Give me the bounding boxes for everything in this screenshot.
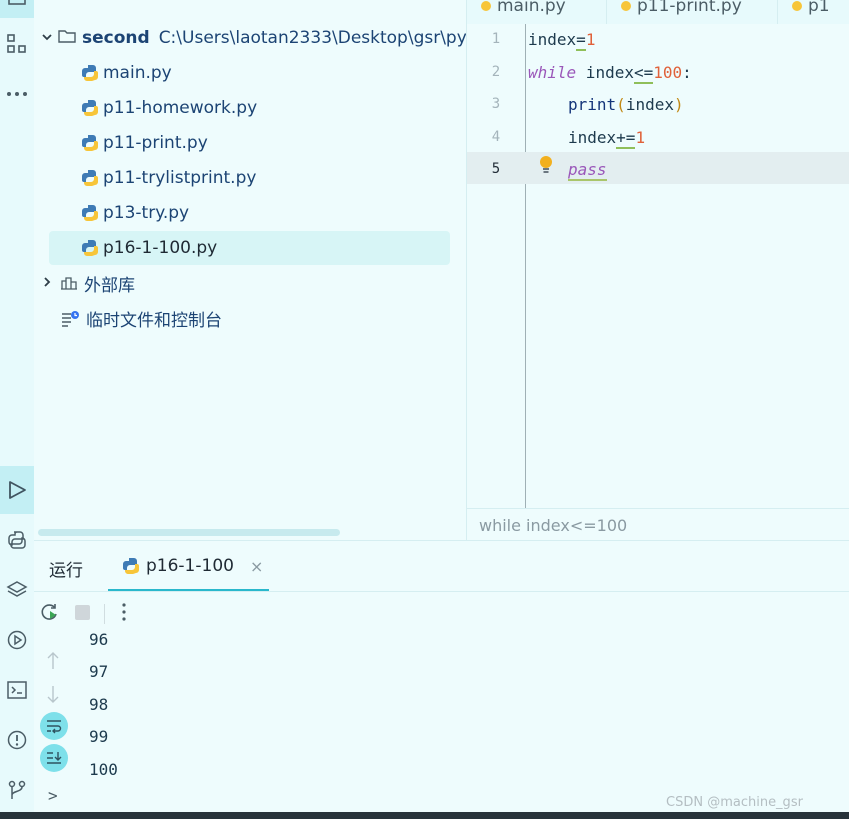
scroll-to-end-button[interactable] (40, 744, 68, 772)
code-line-5: pass (568, 160, 607, 181)
rerun-icon (41, 604, 57, 620)
tree-file-main[interactable]: main.py (34, 56, 466, 90)
tree-file-p11-homework[interactable]: p11-homework.py (34, 91, 466, 125)
current-line-highlight (467, 152, 849, 184)
editor-breadcrumb[interactable]: while index<=100 (467, 508, 849, 541)
scroll-up-button[interactable] (46, 651, 60, 676)
project-root-path: C:\Users\laotan2333\Desktop\gsr\py (158, 28, 467, 48)
run-icon (9, 481, 26, 499)
terminal-button[interactable] (0, 670, 34, 710)
services-button[interactable] (0, 620, 34, 660)
python-icon (8, 531, 26, 549)
structure-tool-button[interactable] (0, 24, 34, 64)
line-number: 2 (491, 64, 501, 80)
tree-external-libraries[interactable]: 外部库 (34, 266, 466, 300)
line-number: 3 (491, 96, 501, 112)
folder-icon (8, 0, 26, 5)
version-control-button[interactable] (0, 770, 34, 810)
more-icon (7, 92, 27, 96)
python-file-icon (792, 1, 802, 11)
watermark: CSDN @machine_gsr (666, 795, 803, 810)
code-line-4: index+=1 (568, 128, 646, 149)
scroll-end-icon (47, 752, 62, 764)
toolbar-divider (104, 604, 105, 624)
tab-run-config[interactable]: p16-1-100 × (108, 541, 269, 591)
tree-file-p13-try[interactable]: p13-try.py (34, 196, 466, 230)
output-line: 96 (89, 630, 109, 649)
tree-file-p16-1-100[interactable]: p16-1-100.py (49, 231, 450, 265)
git-branch-icon (8, 780, 26, 799)
output-line: 100 (89, 760, 118, 779)
structure-icon (7, 34, 26, 53)
chevron-down-icon[interactable] (41, 28, 53, 48)
soft-wrap-icon (47, 720, 62, 734)
layers-icon (6, 581, 28, 597)
gutter-separator (525, 24, 526, 508)
python-file-icon (81, 134, 99, 152)
run-panel: 运行 p16-1-100 × 96 97 98 99 100 > CSDN @m… (34, 540, 849, 813)
output-line: 99 (89, 727, 109, 746)
run-tab-bar: 运行 p16-1-100 × (34, 541, 849, 592)
python-file-icon (81, 99, 99, 117)
close-icon[interactable]: × (249, 556, 264, 576)
soft-wrap-button[interactable] (40, 712, 68, 740)
python-packages-button[interactable] (0, 570, 34, 610)
code-line-1: index=1 (528, 30, 596, 51)
lightbulb-icon[interactable] (538, 155, 554, 180)
python-file-icon (481, 1, 491, 11)
python-file-icon (81, 169, 99, 187)
output-line: 97 (89, 662, 109, 681)
problems-button[interactable] (0, 720, 34, 760)
console-prompt[interactable]: > (48, 786, 58, 805)
terminal-icon (7, 681, 27, 699)
project-root-name: second (82, 28, 150, 48)
line-number-current: 5 (491, 161, 501, 177)
editor-tab-bar: main.py p11-print.py p1 (467, 0, 849, 25)
more-tools-button[interactable] (0, 74, 34, 114)
horizontal-scrollbar[interactable] (38, 529, 340, 536)
folder-icon (58, 28, 76, 49)
output-line: 98 (89, 695, 109, 714)
tool-strip (0, 0, 35, 819)
project-tool-button[interactable] (0, 0, 34, 18)
code-line-3: print(index) (568, 95, 684, 114)
warning-circle-icon (7, 730, 27, 750)
scroll-down-button[interactable] (46, 684, 60, 709)
run-tool-button[interactable] (0, 466, 34, 514)
python-file-icon (81, 64, 99, 82)
code-editor[interactable]: 1 2 3 4 5 index=1 while index<=100: prin… (467, 24, 849, 508)
arrow-up-icon (47, 652, 59, 669)
tab-main-py[interactable]: main.py (467, 0, 607, 24)
tab-p1[interactable]: p1 (778, 0, 849, 24)
more-options-button[interactable] (120, 601, 128, 628)
run-panel-title: 运行 (49, 561, 83, 581)
python-file-icon (621, 1, 631, 11)
chevron-right-icon[interactable] (41, 273, 53, 293)
code-line-2: while index<=100: (528, 63, 692, 84)
line-number: 1 (491, 31, 501, 47)
panel-divider (466, 0, 467, 540)
tree-file-p11-trylistprint[interactable]: p11-trylistprint.py (34, 161, 466, 195)
rerun-button[interactable] (40, 602, 60, 627)
library-icon (60, 275, 78, 291)
python-console-button[interactable] (0, 520, 34, 560)
more-vertical-icon (122, 603, 126, 621)
stop-button[interactable] (75, 605, 90, 620)
tree-file-p11-print[interactable]: p11-print.py (34, 126, 466, 160)
services-icon (7, 630, 27, 650)
python-file-icon (81, 204, 99, 222)
active-tab-indicator (108, 589, 269, 591)
python-file-icon (122, 557, 140, 575)
tree-scratches[interactable]: 临时文件和控制台 (34, 301, 466, 335)
status-strip (0, 812, 849, 819)
line-number: 4 (491, 129, 501, 145)
tree-root-second[interactable]: second C:\Users\laotan2333\Desktop\gsr\p… (34, 21, 467, 55)
python-file-icon (81, 239, 99, 257)
tab-p11-print[interactable]: p11-print.py (607, 0, 778, 24)
project-panel: second C:\Users\laotan2333\Desktop\gsr\p… (34, 0, 467, 540)
arrow-down-icon (47, 686, 59, 703)
scratch-console-icon (60, 309, 80, 327)
